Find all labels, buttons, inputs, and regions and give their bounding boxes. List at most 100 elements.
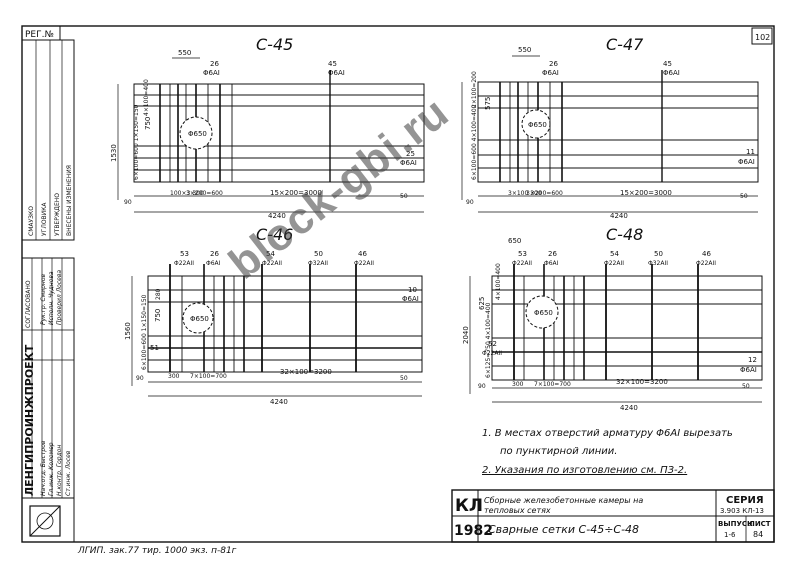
org-logo <box>29 505 61 537</box>
dim-bottom-mid: 7×100=700 <box>534 381 571 388</box>
side-row-0: Нач.отд. Быстров <box>40 440 47 496</box>
bar-label-2: Φ6AI <box>663 69 680 77</box>
dim-height: 2040 <box>462 326 470 344</box>
reg-label: РЕГ.№ <box>25 30 54 40</box>
series-label: СЕРИЯ <box>726 495 764 506</box>
dim-span: 32×100=3200 <box>280 368 332 376</box>
bar-label-2: Φ6AI <box>328 69 345 77</box>
dim-left-vert: 6×100=600 4×100=400 <box>471 104 478 180</box>
right-bar-num: 12 <box>748 356 757 364</box>
bar-label-3: Φ22AII <box>262 260 282 267</box>
dim-right-small: 50 <box>742 383 750 390</box>
dim-right-small: 50 <box>400 375 408 382</box>
dim-vert-inner: 750 <box>154 309 162 322</box>
bar-label-4: Φ32AII <box>648 260 668 267</box>
page-number: 102 <box>755 33 770 42</box>
side-row-2: Н.контр. Гордон <box>56 445 63 496</box>
dim-bottom-left: 100×3 300 <box>170 190 204 197</box>
bar-num-2: 26 <box>210 250 219 258</box>
dim-span: 15×200=3000 <box>270 189 322 197</box>
left-bar-num: 52 <box>488 340 497 348</box>
bar-label-2: Φ6AI <box>544 260 559 267</box>
bar-num-2: 45 <box>663 60 672 68</box>
bar-label-1: Φ6AI <box>542 69 559 77</box>
bar-num-2: 45 <box>328 60 337 68</box>
side-row-1: Гл.инж. Коломер <box>48 442 55 496</box>
bar-label-3: Φ22AII <box>604 260 624 267</box>
dim-right-small: 50 <box>400 193 408 200</box>
bar-label-1: Φ22AII <box>174 260 194 267</box>
dim-span: 15×200=3000 <box>620 189 672 197</box>
hole-label: Φ650 <box>188 130 207 138</box>
sheet-value: 84 <box>753 530 763 539</box>
sheet-label: ЛИСТ <box>749 520 771 528</box>
bar-label-5: Φ22AII <box>354 260 374 267</box>
doc-year: 1982 <box>454 523 493 539</box>
title-block: КЛ 1982 Сборные железобетонные камеры на… <box>451 489 775 543</box>
approval-row-2: УТВЕРЖДЕНО <box>54 193 61 236</box>
right-bar-label: Φ6AI <box>402 295 419 303</box>
dim-vert-note: 280 <box>155 288 162 300</box>
side-row-4: Рук.гр. Смирнов <box>40 274 47 325</box>
bar-num-1: 53 <box>180 250 189 258</box>
side-stamp <box>21 39 75 543</box>
dim-vert-inner: 750 <box>144 117 152 130</box>
hole-label: Φ650 <box>534 309 553 317</box>
dim-width: 4240 <box>620 404 638 412</box>
dim-bottom-mid: 3×200=600 <box>526 190 563 197</box>
hole-label: Φ650 <box>528 121 547 129</box>
project-line-2: тепловых сетях <box>484 506 551 515</box>
dim-vert-note: 4×100=400 <box>143 79 150 116</box>
bar-label-5: Φ22AII <box>696 260 716 267</box>
dim-vert-note: 4×100=400 <box>495 263 502 300</box>
project-line-1: Сборные железобетонные камеры на <box>484 496 643 505</box>
left-bar-label: Φ22AII <box>482 350 502 357</box>
dim-top: 550 <box>178 49 191 57</box>
right-bar-label: Φ6AI <box>738 158 755 166</box>
right-bar-num: 25 <box>406 150 415 158</box>
sheet-title: Сварные сетки С-45÷С-48 <box>488 523 639 536</box>
right-bar-label: Φ6AI <box>400 159 417 167</box>
dim-top: 650 <box>508 237 521 245</box>
bar-label-2: Φ6AI <box>206 260 221 267</box>
dim-width: 4240 <box>268 212 286 220</box>
left-bar-num: 51 <box>150 344 159 352</box>
panel-title: С-46 <box>256 225 293 244</box>
dim-vert-inner: 625 <box>478 297 486 310</box>
dim-height: 1530 <box>110 144 118 162</box>
bar-num-1: 53 <box>518 250 527 258</box>
page-number-box <box>751 27 773 45</box>
dim-bottom-mid: 7×100=700 <box>190 373 227 380</box>
dim-bottom-left: 300 <box>512 381 524 388</box>
doc-code: КЛ <box>455 496 483 516</box>
dim-left-vert: 6×100=600 1×150=150 <box>133 104 140 180</box>
right-bar-num: 10 <box>408 286 417 294</box>
panel-c46: С-46 Φ650 53 Φ22AII 26 Φ6AI 54 Φ22AII 50… <box>124 225 423 406</box>
bar-num-4: 50 <box>654 250 663 258</box>
side-row-6: Проверил Лосева <box>56 270 63 325</box>
dim-bottom-left: 300 <box>168 373 180 380</box>
dim-left-small: 90 <box>478 383 486 390</box>
dim-height: 1560 <box>124 322 132 340</box>
panel-title: С-48 <box>606 225 643 244</box>
bar-label-4: Φ32AII <box>308 260 328 267</box>
dim-bottom-left: 3×100 300 <box>508 190 542 197</box>
dim-width: 4240 <box>610 212 628 220</box>
dim-top: 550 <box>518 46 531 54</box>
bar-num-3: 54 <box>610 250 619 258</box>
dim-left-vert: 6×100=600 1×150=150 <box>141 294 148 370</box>
note-2: 2. Указания по изготовлению см. ПЗ-2. <box>482 465 688 476</box>
note-1-line-2: по пунктирной линии. <box>500 446 618 457</box>
issue-label: ВЫПУСК <box>718 520 753 528</box>
right-bar-label: Φ6AI <box>740 366 757 374</box>
panel-c47: С-47 Φ650 550 26 Φ6AI 45 Φ6AI 11 Φ6AI 6×… <box>461 35 759 220</box>
bar-num-5: 46 <box>702 250 711 258</box>
dim-width: 4240 <box>270 398 288 406</box>
issue-value: 1-6 <box>724 531 736 539</box>
hole-label: Φ650 <box>190 315 209 323</box>
dim-left-small: 90 <box>466 199 474 206</box>
panel-title: С-47 <box>606 35 644 54</box>
approval-row-0: СМАУЗКО <box>28 206 35 236</box>
